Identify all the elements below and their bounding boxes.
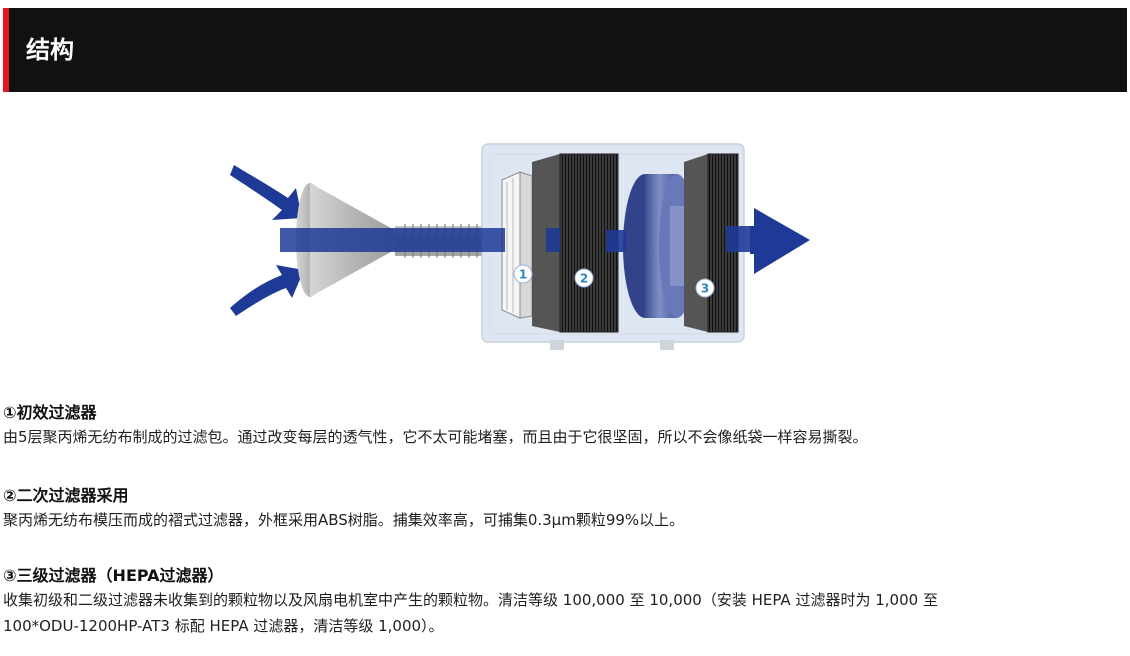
svg-text:2: 2 [580,272,588,286]
outflow-arrow [750,208,810,274]
inflow-arrow-top [230,165,302,220]
section-heading: ③三级过滤器（HEPA过滤器） [3,566,224,585]
section-secondary-filter: ②二次过滤器采用 聚丙烯无纺布模压而成的褶式过滤器，外框采用ABS树脂。捕集效率… [3,485,1113,533]
svg-text:3: 3 [701,282,709,296]
svg-text:1: 1 [519,268,527,282]
section-text-line: 100*ODU-1200HP-AT3 标配 HEPA 过滤器，清洁等级 1,00… [3,617,444,635]
section-primary-filter: ①初效过滤器 由5层聚丙烯无纺布制成的过滤包。通过改变每层的透气性，它不太可能堵… [3,402,1113,450]
secondary-filter [532,153,619,333]
primary-filter [501,171,533,319]
section-header-bar: 结构 [3,8,1127,92]
marker-3: 3 [695,278,715,298]
header-accent-stripe [3,8,9,92]
inflow-arrow-bottom [230,265,304,316]
marker-1: 1 [513,264,533,284]
section-text-line: 由5层聚丙烯无纺布制成的过滤包。通过改变每层的透气性，它不太可能堵塞，而且由于它… [3,428,868,446]
marker-2: 2 [574,268,594,288]
section-hepa-filter: ③三级过滤器（HEPA过滤器） 收集初级和二级过滤器未收集到的颗粒物以及风扇电机… [3,565,1113,639]
section-heading: ①初效过滤器 [3,403,97,422]
section-heading: ②二次过滤器采用 [3,486,129,505]
filter-structure-diagram: 1 2 3 [230,143,810,350]
section-text-line: 聚丙烯无纺布模压而成的褶式过滤器，外框采用ABS树脂。捕集效率高，可捕集0.3μ… [3,511,685,529]
air-flow-path [280,226,752,252]
section-text-line: 收集初级和二级过滤器未收集到的颗粒物以及风扇电机室中产生的颗粒物。清洁等级 10… [3,591,938,609]
page-title: 结构 [26,36,74,64]
